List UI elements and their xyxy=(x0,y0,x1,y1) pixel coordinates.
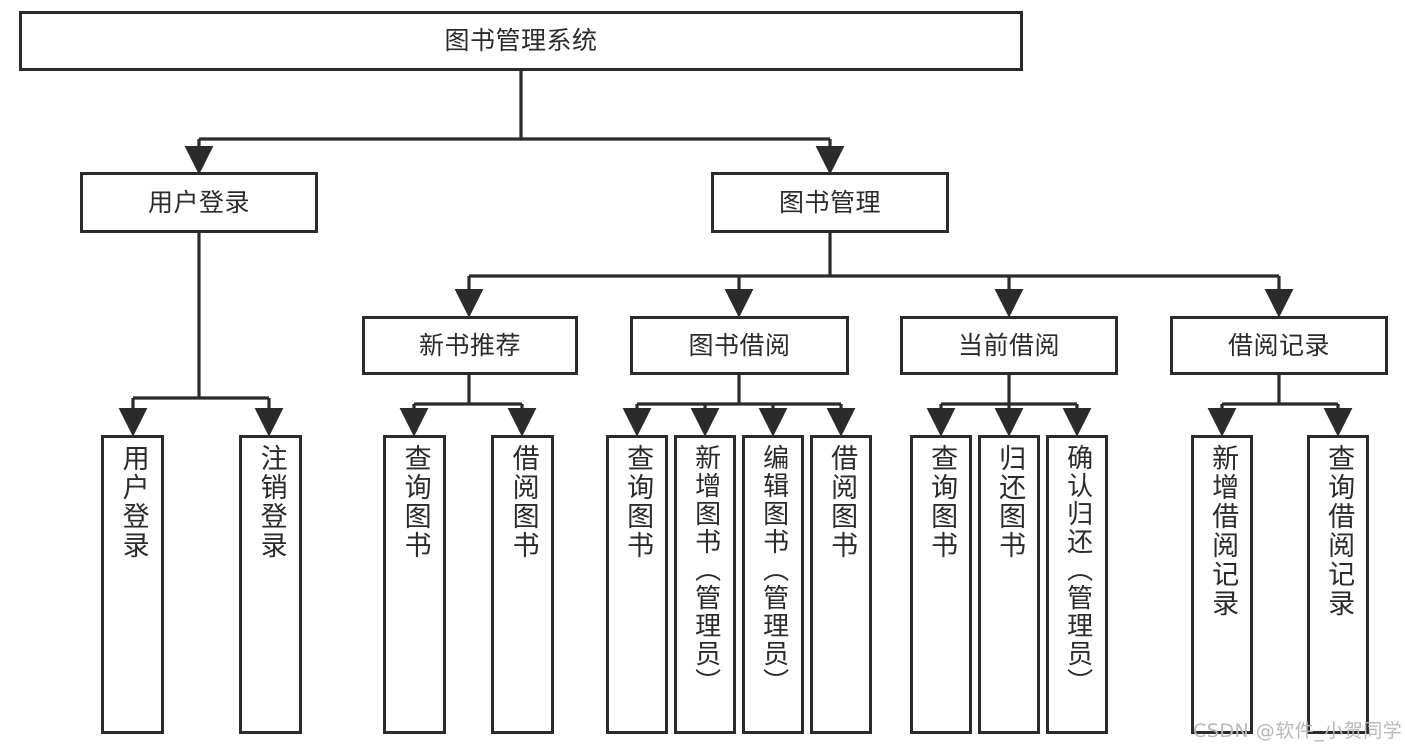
leaf-query-book-borrow[interactable]: 查询图书 xyxy=(606,435,668,734)
node-borrow-record-label: 借阅记录 xyxy=(1227,330,1330,360)
leaf-add-borrow-record-label: 新增借阅记录 xyxy=(1207,444,1239,618)
leaf-query-book-recommend[interactable]: 查询图书 xyxy=(383,435,446,734)
node-current-borrow-label: 当前借阅 xyxy=(957,330,1060,360)
leaf-borrow-book-label: 借阅图书 xyxy=(826,444,858,560)
leaf-edit-book-admin-label: 编辑图书（管理员） xyxy=(758,444,789,696)
node-book-management-label: 图书管理 xyxy=(778,187,881,217)
node-book-management[interactable]: 图书管理 xyxy=(711,172,949,233)
node-user-login-label: 用户登录 xyxy=(147,187,250,217)
leaf-borrow-book-recommend[interactable]: 借阅图书 xyxy=(491,435,554,734)
leaf-add-book-admin-label: 新增图书（管理员） xyxy=(690,444,721,696)
leaf-user-login[interactable]: 用户登录 xyxy=(101,435,164,734)
node-borrow-record[interactable]: 借阅记录 xyxy=(1170,316,1388,375)
leaf-query-book-current[interactable]: 查询图书 xyxy=(910,435,972,734)
leaf-logout[interactable]: 注销登录 xyxy=(239,435,302,734)
node-new-book-recommend-label: 新书推荐 xyxy=(418,330,521,360)
node-book-borrow[interactable]: 图书借阅 xyxy=(630,316,849,375)
leaf-add-book-admin[interactable]: 新增图书（管理员） xyxy=(674,435,736,734)
node-current-borrow[interactable]: 当前借阅 xyxy=(900,316,1118,375)
node-new-book-recommend[interactable]: 新书推荐 xyxy=(362,316,578,375)
leaf-return-book[interactable]: 归还图书 xyxy=(978,435,1040,734)
leaf-logout-label: 注销登录 xyxy=(255,444,287,560)
leaf-borrow-book[interactable]: 借阅图书 xyxy=(810,435,872,734)
leaf-query-book-current-label: 查询图书 xyxy=(926,444,958,560)
leaf-borrow-book-recommend-label: 借阅图书 xyxy=(507,444,539,560)
node-user-login[interactable]: 用户登录 xyxy=(80,172,318,233)
leaf-confirm-return-admin-label: 确认归还（管理员） xyxy=(1062,444,1093,696)
leaf-confirm-return-admin[interactable]: 确认归还（管理员） xyxy=(1046,435,1108,734)
leaf-return-book-label: 归还图书 xyxy=(994,444,1026,560)
leaf-add-borrow-record[interactable]: 新增借阅记录 xyxy=(1191,435,1253,734)
leaf-query-book-borrow-label: 查询图书 xyxy=(622,444,654,560)
leaf-query-book-recommend-label: 查询图书 xyxy=(399,444,431,560)
node-root[interactable]: 图书管理系统 xyxy=(19,11,1023,71)
csdn-watermark: CSDN @软件_小贺同学 xyxy=(1193,720,1403,742)
node-book-borrow-label: 图书借阅 xyxy=(688,330,791,360)
leaf-query-borrow-record-label: 查询借阅记录 xyxy=(1323,444,1355,618)
leaf-edit-book-admin[interactable]: 编辑图书（管理员） xyxy=(742,435,804,734)
leaf-user-login-label: 用户登录 xyxy=(117,444,149,560)
node-root-label: 图书管理系统 xyxy=(444,26,598,56)
leaf-query-borrow-record[interactable]: 查询借阅记录 xyxy=(1307,435,1369,734)
